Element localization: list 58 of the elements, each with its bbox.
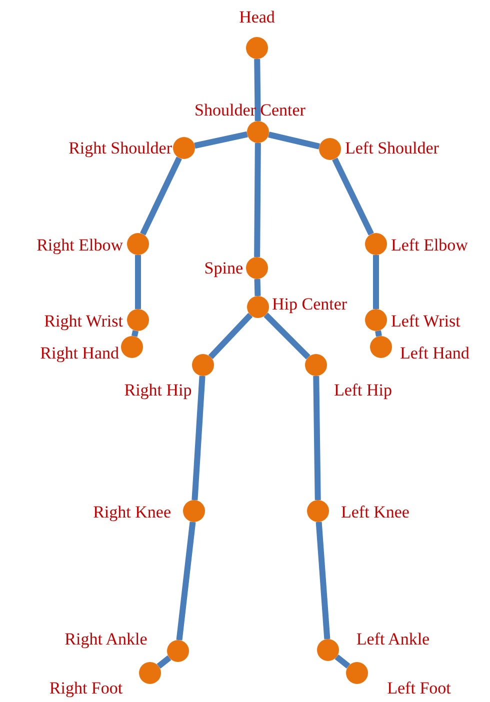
joint-dot — [127, 233, 149, 255]
joint-label: Left Hand — [400, 344, 470, 362]
limb-line — [176, 522, 196, 640]
joint-dot — [246, 257, 268, 279]
joint-dot — [346, 662, 368, 684]
joint-label: Right Ankle — [64, 630, 148, 648]
limb-line — [254, 58, 261, 122]
limb-line — [373, 255, 379, 309]
joint-dot — [365, 309, 387, 331]
joint-dot — [247, 121, 269, 143]
limb-line — [135, 255, 141, 309]
joint-dot — [370, 336, 392, 358]
joint-label: Left Ankle — [356, 630, 430, 648]
limb-line — [140, 156, 182, 236]
joint-label: Right Knee — [93, 504, 171, 520]
joint-label: Left Knee — [341, 504, 410, 520]
limb-line — [192, 376, 206, 500]
limb-line — [313, 376, 321, 500]
limb-line — [131, 330, 139, 337]
joint-label: Left Hip — [334, 382, 392, 398]
limb-line — [334, 654, 350, 669]
limb-line — [375, 330, 382, 337]
joint-dot — [183, 500, 205, 522]
limb-line — [254, 142, 261, 258]
joint-dot — [365, 233, 387, 255]
joint-label: Right Wrist — [44, 312, 123, 330]
joint-label: Left Elbow — [391, 236, 468, 254]
joint-label: Left Shoulder — [345, 140, 439, 156]
limb-line — [254, 278, 261, 296]
joint-dot — [305, 354, 327, 376]
joint-dot — [127, 309, 149, 331]
joint-label: Spine — [204, 260, 243, 276]
joint-dot — [139, 662, 161, 684]
joint-dot — [307, 500, 329, 522]
joint-label: Right Shoulder — [68, 140, 172, 156]
limb-line — [264, 312, 310, 360]
limb-line — [156, 655, 172, 669]
joint-dot — [173, 137, 195, 159]
limb-line — [194, 131, 248, 149]
joint-dot — [192, 354, 214, 376]
limb-line — [316, 522, 330, 640]
joint-label: Hip Center — [272, 296, 348, 312]
joint-dot — [319, 138, 341, 160]
joint-label: Head — [239, 8, 275, 26]
joint-label: Right Hand — [40, 344, 119, 362]
joint-label: Right Elbow — [36, 236, 123, 254]
limb-line — [332, 158, 374, 236]
joint-label: Right Foot — [49, 680, 123, 696]
joint-dot — [247, 296, 269, 318]
joint-dot — [167, 640, 189, 662]
joint-label: Right Hip — [124, 382, 192, 398]
joint-dot — [246, 37, 268, 59]
joint-dot — [121, 336, 143, 358]
joint-label: Left Wrist — [391, 312, 460, 330]
joint-dot — [317, 639, 339, 661]
joint-label: Left Foot — [387, 680, 451, 696]
limb-line — [268, 132, 320, 150]
limb-line — [208, 312, 253, 360]
